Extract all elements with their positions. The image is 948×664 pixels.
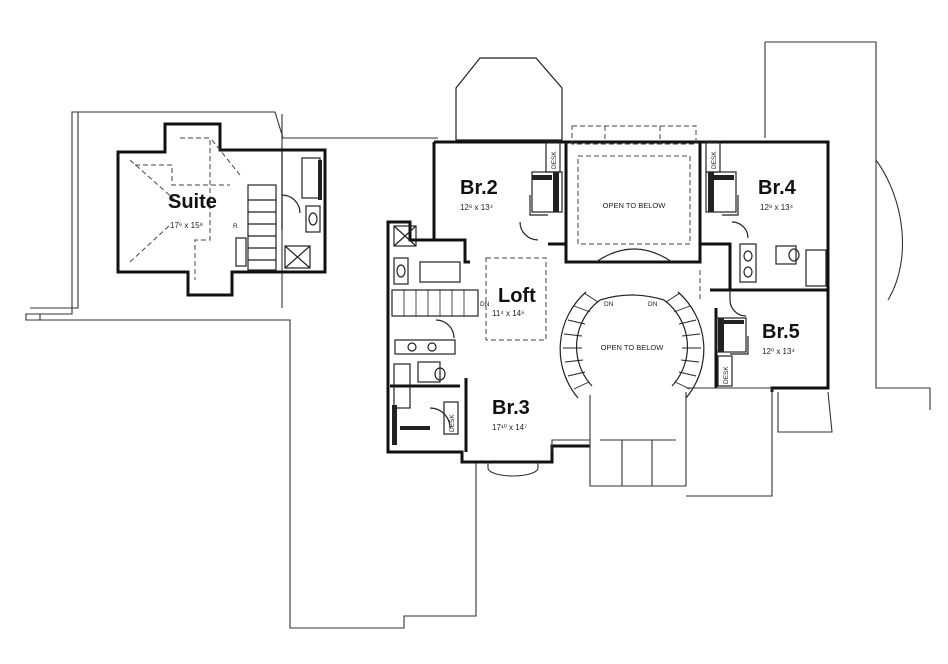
open-to-below-top: OPEN TO BELOW [577, 155, 691, 263]
br5-dim: 12⁰ x 13⁴ [762, 347, 795, 356]
desk-label-br5: DESK [723, 366, 730, 384]
br5-closet: DESK [699, 270, 749, 387]
stair-dn-left: DN [604, 301, 614, 308]
br2-closet: DESK [519, 141, 563, 241]
loft-dn-label: DN [480, 301, 490, 308]
br2-name: Br.2 [460, 177, 498, 199]
br2-dim: 12⁸ x 13⁴ [460, 203, 494, 212]
stair-dn-right: DN [648, 301, 658, 308]
loft-dim: 11⁴ x 14⁶ [492, 309, 524, 318]
loft-name: Loft [498, 285, 536, 307]
open-to-below-stair-label: OPEN TO BELOW [601, 343, 665, 352]
suite-name: Suite [168, 191, 217, 213]
desk-label-br3: DESK [449, 414, 456, 432]
br4-name: Br.4 [758, 177, 797, 199]
br3-details: DESK [443, 401, 459, 435]
suite-stair [247, 184, 277, 271]
suite-wing [116, 122, 327, 297]
open-to-below-top-label: OPEN TO BELOW [603, 201, 667, 210]
br3-dim: 17¹⁰ x 14⁷ [492, 423, 527, 432]
br3-name: Br.3 [492, 397, 530, 419]
left-baths [392, 225, 461, 445]
room-labels: Suite 17⁶ x 15⁹ R Br.2 12⁸ x 13⁴ Br.4 12… [168, 177, 800, 432]
top-bumpouts [571, 125, 697, 145]
suite-dim: 17⁶ x 15⁹ [170, 221, 203, 230]
lower-structures [487, 387, 773, 497]
desk-label-br4: DESK [711, 151, 718, 169]
br5-name: Br.5 [762, 321, 800, 343]
br4-dim: 12⁸ x 13⁴ [760, 203, 794, 212]
curved-staircase: DN DN OPEN TO BELOW [559, 291, 705, 399]
lower-level-outline [25, 41, 931, 629]
right-bath [729, 243, 827, 317]
desk-label-br2: DESK [551, 151, 558, 169]
bay-window-top [455, 57, 563, 141]
loft: DN [391, 257, 547, 341]
br4-closet: DESK [705, 141, 749, 239]
suite-r-label: R [233, 223, 238, 230]
